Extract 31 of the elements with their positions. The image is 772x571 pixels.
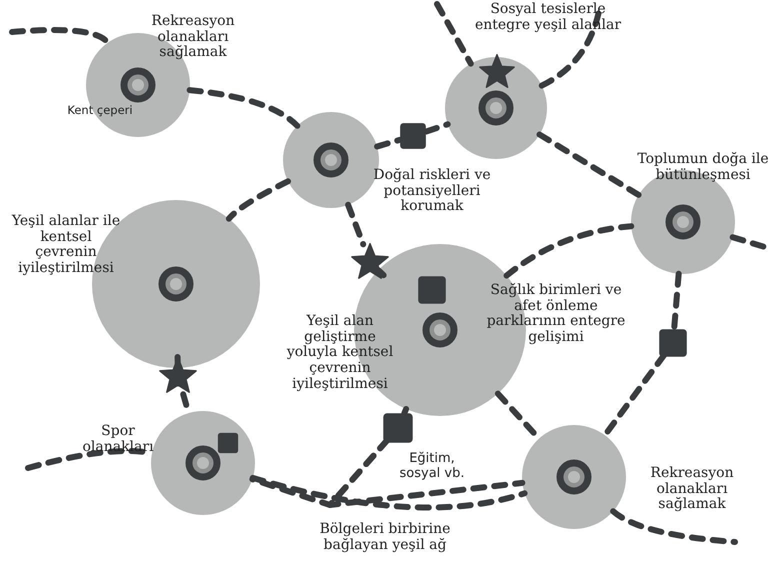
network-label: Bölgeleri birbirine bağlayan yeşil ağ (318, 522, 452, 554)
dashed-path (536, 132, 642, 198)
dashed-path (610, 508, 738, 545)
dashed-path (9, 27, 111, 46)
note-text: Eğitim, sosyal vb. (398, 452, 466, 482)
dashed-path (345, 202, 366, 248)
square-marker (399, 122, 427, 150)
zone-sublabel: Yeşil alan geliştirme yoluyla kentsel çevrenin iyileştirilmesi (286, 314, 394, 392)
zone-label: Rekreasyon olanakları sağlamak (150, 14, 236, 62)
dashed-path (327, 437, 526, 508)
square-marker (658, 328, 688, 358)
dashed-path (226, 178, 291, 222)
zone-label: Rekreasyon olanakları sağlamak (649, 466, 735, 514)
star-marker (351, 243, 389, 281)
dashed-path (186, 87, 300, 129)
dashed-path (374, 136, 403, 150)
dashed-path (401, 406, 410, 416)
dashed-path (423, 121, 451, 134)
square-marker (417, 275, 447, 305)
zone-label: Sağlık birimleri ve afet önleme parklarının entegre gelişimi (486, 283, 626, 346)
zone-label: Yeşil alanlar ile kentsel çevrenin iyileştirilmesi (10, 214, 122, 277)
dashed-path (250, 474, 528, 510)
star-marker (479, 54, 515, 90)
zone-sublabel: Kent çeperi (66, 104, 134, 117)
zone-label: Doğal riskleri ve potansiyelleri korumak (372, 168, 492, 216)
dashed-path (504, 223, 634, 279)
zone-label: Toplumun doğa ile bütünleşmesi (636, 152, 770, 184)
dashed-path (434, 1, 474, 67)
zone-label: Spor olanakları (81, 424, 155, 456)
dashed-path (671, 270, 682, 332)
square-marker (382, 412, 414, 444)
